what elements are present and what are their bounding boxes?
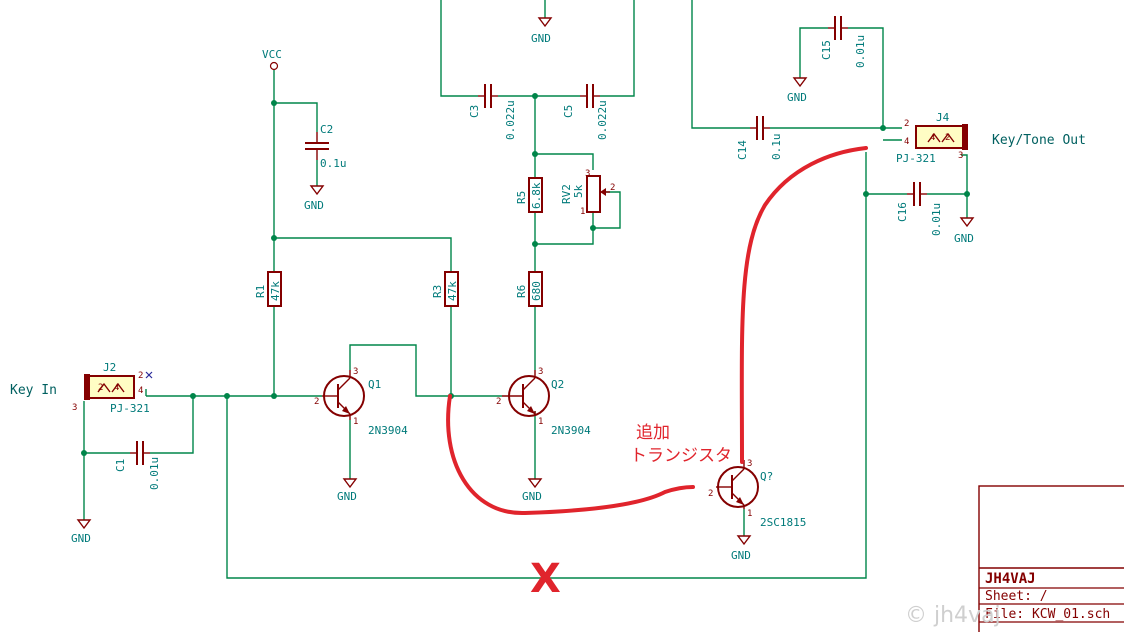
resistor-r6: R6 680 [515,271,543,307]
title-file: File: KCW_01.sch [985,607,1110,622]
gnd-symbols: GND GND GND GND GND GND GND GND [71,17,975,562]
capacitor-c16: C16 0.01u [896,182,943,236]
r5-ref: R5 [515,191,528,204]
svg-text:GND: GND [954,232,974,245]
j2-value: PJ-321 [110,402,150,415]
q2-value: 2N3904 [551,424,591,437]
svg-text:4: 4 [930,133,935,143]
potentiometer-rv2: RV2 5k 3 2 1 [560,169,615,217]
title-sheet: Sheet: / [985,589,1048,604]
svg-text:GND: GND [337,490,357,503]
svg-text:2: 2 [610,183,615,193]
c14-value: 0.1u [770,134,783,161]
r5-value: 6.8k [530,182,543,209]
r6-value: 680 [530,281,543,301]
svg-text:GND: GND [304,199,324,212]
jack-j4: 4 2 2 4 3 J4 PJ-321 [896,111,968,165]
annotation-added: 追加 [636,423,670,443]
c1-ref: C1 [114,459,127,472]
c2-ref: C2 [320,123,333,136]
svg-text:2: 2 [708,489,713,499]
c15-value: 0.01u [854,35,867,68]
c5-value: 0.022u [596,100,609,140]
svg-text:1: 1 [538,417,543,427]
junctions [81,93,970,456]
removed-wire-mark: X [530,556,561,602]
svg-text:1: 1 [580,207,585,217]
r3-ref: R3 [431,285,444,298]
transistor-q2: 2 3 1 Q2 2N3904 [496,367,591,437]
svg-text:GND: GND [522,490,542,503]
svg-text:3: 3 [747,459,752,469]
svg-text:3: 3 [585,169,590,179]
svg-text:1: 1 [353,417,358,427]
capacitor-c14: C14 0.1u [736,116,783,160]
capacitor-c15: C15 0.01u [820,16,867,68]
capacitor-c1: C1 0.01u [114,441,161,490]
c1-value: 0.01u [148,457,161,490]
c3-value: 0.022u [504,100,517,140]
svg-text:1: 1 [747,509,752,519]
svg-text:GND: GND [531,32,551,45]
svg-text:GND: GND [787,91,807,104]
vcc-label: VCC [262,48,282,61]
r1-value: 47k [269,281,282,301]
q2-ref: Q2 [551,378,564,391]
q1-value: 2N3904 [368,424,408,437]
r3-value: 47k [446,281,459,301]
svg-text:3: 3 [72,403,77,413]
j4-value: PJ-321 [896,152,936,165]
title-author: JH4VAJ [985,571,1036,587]
transistor-q1: 2 3 1 Q1 2N3904 [314,367,408,437]
svg-text:4: 4 [114,383,119,393]
q1-ref: Q1 [368,378,381,391]
resistor-r5: R5 6.8k [515,177,543,213]
svg-text:3: 3 [538,367,543,377]
key-out-label: Key/Tone Out [992,133,1086,148]
svg-text:4: 4 [904,137,909,147]
title-block: JH4VAJ Sheet: / File: KCW_01.sch [978,485,1124,632]
rv2-ref: RV2 [560,184,573,204]
annotation-transistor: トランジスタ [630,446,732,466]
c14-ref: C14 [736,140,749,160]
j2-ref: J2 [103,361,116,374]
svg-text:GND: GND [71,532,91,545]
svg-text:3: 3 [353,367,358,377]
capacitor-c2: C2 0.1u [305,123,347,170]
capacitor-c3: C3 0.022u [468,84,517,140]
svg-text:2: 2 [904,119,909,129]
r6-ref: R6 [515,285,528,298]
q3-ref: Q? [760,470,773,483]
q3-value: 2SC1815 [760,516,806,529]
r1-ref: R1 [254,285,267,298]
watermark: © jh4vaj [905,603,1001,628]
c3-ref: C3 [468,105,481,118]
svg-text:2: 2 [945,133,950,143]
c16-value: 0.01u [930,203,943,236]
wires [83,0,968,579]
svg-text:2: 2 [98,383,103,393]
resistor-r3: R3 47k [431,271,459,307]
svg-text:2: 2 [138,371,143,381]
svg-text:GND: GND [731,549,751,562]
c2-value: 0.1u [320,157,347,170]
c5-ref: C5 [562,105,575,118]
svg-text:2: 2 [314,397,319,407]
key-in-label: Key In [10,383,57,398]
modification-wires [446,146,868,516]
c16-ref: C16 [896,202,909,222]
svg-text:4: 4 [138,386,143,396]
rv2-value: 5k [572,184,585,198]
capacitor-c5: C5 0.022u [562,84,609,140]
transistor-q3: 2 3 1 Q? 2SC1815 [708,459,806,529]
svg-text:2: 2 [496,397,501,407]
c15-ref: C15 [820,40,833,60]
svg-text:3: 3 [958,151,963,161]
resistor-r1: R1 47k [254,271,282,307]
vcc-symbol: VCC [262,48,282,71]
jack-j2: 2 4 2 4 3 J2 PJ-321 [72,361,153,415]
j4-ref: J4 [936,111,950,124]
